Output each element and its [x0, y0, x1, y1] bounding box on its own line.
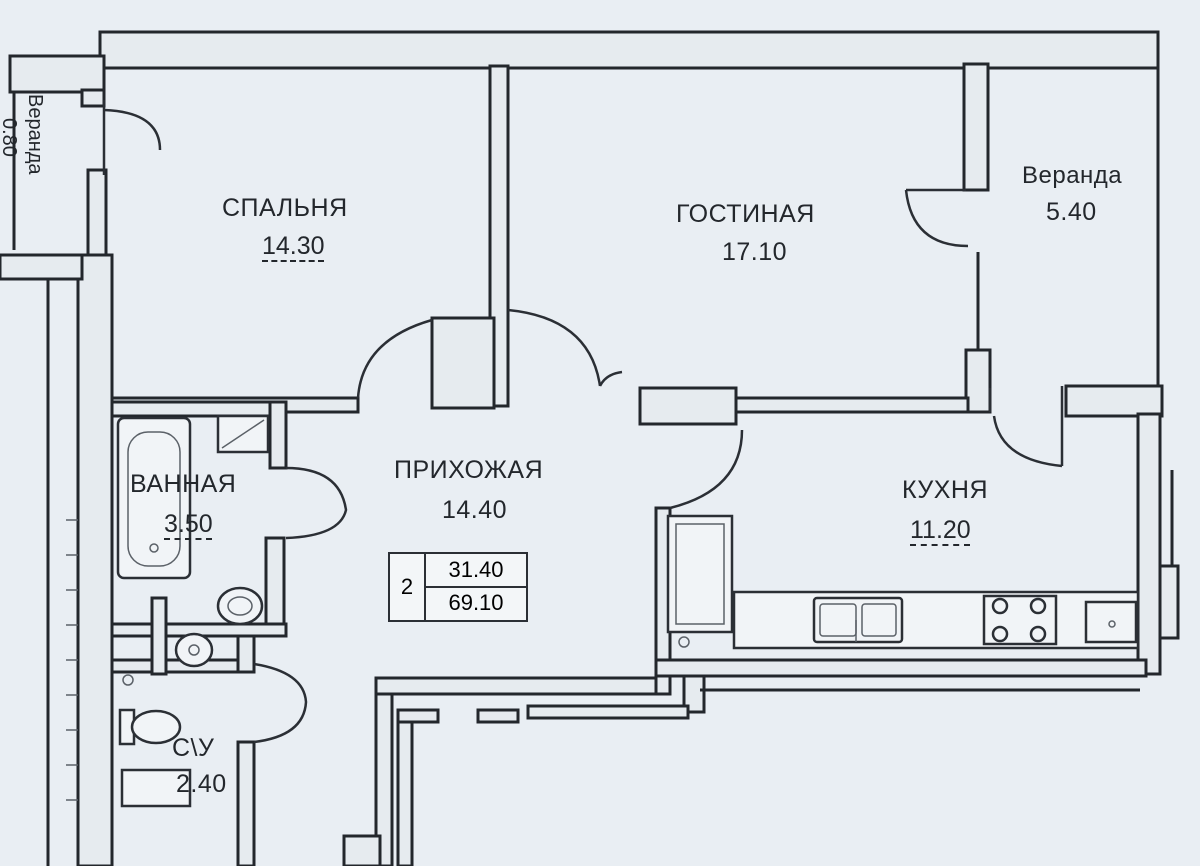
top-left-corner-wall — [8, 54, 106, 94]
apartment-total-area: 69.10 — [448, 590, 504, 615]
living-door-block — [638, 386, 738, 426]
bedroom-area: 14.30 — [262, 232, 325, 260]
wc-name: С\У — [172, 734, 215, 762]
door-swing-icon — [102, 100, 1064, 744]
left-veranda-wall — [80, 88, 106, 108]
bathroom-top-wall — [110, 400, 286, 418]
shower-drain-icon — [216, 414, 270, 454]
wc-right-wall-lower — [236, 740, 256, 866]
bathroom-name: ВАННАЯ — [130, 470, 237, 498]
hallway-name: ПРИХОЖАЯ — [394, 456, 544, 484]
living-area: 17.10 — [722, 238, 788, 266]
left-outer-wall — [76, 253, 114, 866]
lower-wall-b — [476, 708, 520, 724]
left-wall-upper — [86, 168, 108, 257]
lower-left-wall — [396, 710, 414, 866]
kitchen-sink-icon — [812, 596, 904, 644]
bedroom-name: СПАЛЬНЯ — [222, 194, 348, 222]
fridge-icon — [666, 514, 734, 648]
veranda-left-area: 0.80 — [0, 118, 20, 157]
bathroom-right-wall-lower — [264, 536, 286, 638]
bath-mid-wall — [150, 596, 168, 676]
wc-right-wall — [236, 634, 256, 674]
bathtub-icon — [116, 416, 192, 580]
apartment-room-count: 2 — [390, 554, 426, 620]
living-veranda-wall-bottom — [964, 348, 992, 414]
lower-wall-c — [526, 704, 690, 720]
kitchen-bottom-ledge — [682, 674, 706, 714]
veranda-right-name: Веранда — [1022, 162, 1123, 189]
kitchen-bottom-wall — [654, 658, 1148, 678]
veranda-left-name: Веранда — [24, 94, 46, 175]
hallway-bottom-wall — [374, 676, 668, 696]
kitchen-counter — [732, 590, 1140, 650]
kitchen-right-window — [1158, 564, 1180, 640]
bathroom-area: 3.50 — [164, 510, 213, 538]
kitchen-name: КУХНЯ — [902, 476, 989, 504]
sink-icon — [174, 586, 264, 668]
bathroom-right-wall — [268, 400, 288, 470]
toilet-icon — [118, 674, 192, 808]
left-ledge — [0, 253, 84, 281]
hallway-area: 14.40 — [442, 496, 508, 524]
apartment-summary-box: 2 31.40 69.10 — [388, 552, 528, 622]
living-veranda-wall-top — [962, 62, 990, 192]
stove-icon — [982, 594, 1058, 646]
living-bottom-wall — [734, 396, 970, 414]
dishwasher-icon — [1084, 600, 1138, 644]
lower-wall-a — [396, 708, 440, 724]
apartment-living-area: 31.40 — [426, 554, 526, 588]
wall-ticks — [66, 519, 78, 801]
living-name: ГОСТИНАЯ — [676, 200, 815, 228]
kitchen-area: 11.20 — [910, 516, 971, 544]
bedroom-door-jamb — [430, 316, 496, 410]
kitchen-right-wall — [1136, 412, 1162, 676]
veranda-bottom-wall — [1064, 384, 1164, 418]
top-wall — [98, 30, 1160, 70]
veranda-right-area: 5.40 — [1046, 198, 1097, 226]
wc-area: 2.40 — [176, 770, 227, 798]
bottom-stub — [342, 834, 382, 866]
